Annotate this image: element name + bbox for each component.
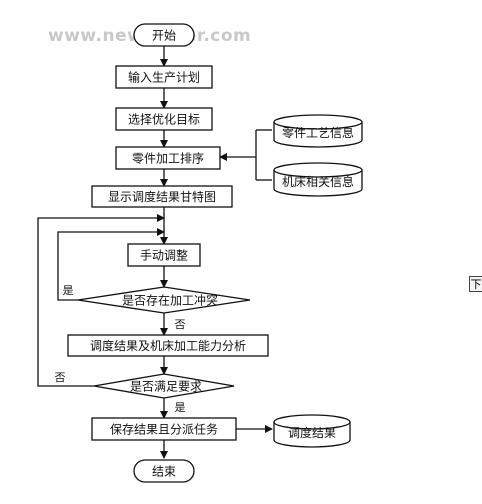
conflict-yes-label: 是: [63, 284, 74, 297]
db-machine-info-label: 机床相关信息: [282, 174, 354, 189]
terminal-end: 结束: [133, 459, 195, 483]
db-machine-info: 机床相关信息: [273, 162, 363, 197]
select-goal-label: 选择优化目标: [128, 113, 200, 127]
db-schedule-result: 调度结果: [273, 414, 351, 448]
edge-requirement-no-loop: [37, 214, 165, 387]
check-conflict-label: 是否存在加工冲突: [122, 293, 218, 308]
show-gantt-label: 显示调度结果甘特图: [108, 189, 216, 204]
analysis-label: 调度结果及机床加工能力分析: [90, 338, 246, 353]
input-plan-label: 输入生产计划: [128, 70, 200, 85]
manual-adjust-label: 手动调整: [140, 248, 188, 263]
schedule-label: 零件加工排序: [132, 151, 204, 166]
process-schedule: [115, 146, 221, 170]
side-next-button[interactable]: 下: [469, 276, 482, 292]
decision-conflict: [77, 286, 251, 314]
db-schedule-result-label: 调度结果: [288, 425, 336, 440]
save-dispatch-label: 保存结果且分派任务: [110, 422, 218, 437]
start-label: 开始: [152, 29, 176, 43]
terminal-start: 开始: [133, 23, 195, 47]
process-select-goal: [115, 107, 213, 131]
decision-requirement: [93, 373, 235, 399]
process-save-dispatch: [91, 417, 237, 441]
process-analysis: [67, 334, 269, 357]
connectors: [37, 46, 273, 459]
process-input-plan: [115, 65, 213, 89]
end-label: 结束: [152, 465, 176, 479]
requirement-yes-label: 是: [175, 401, 186, 414]
edge-conflict-yes-loop: [57, 228, 165, 301]
requirement-no-label: 否: [55, 371, 66, 384]
process-show-gantt: [91, 185, 233, 208]
db-part-process: 零件工艺信息: [273, 114, 363, 148]
db-part-process-label: 零件工艺信息: [282, 125, 354, 140]
check-requirement-label: 是否满足要求: [130, 380, 202, 394]
process-manual-adjust: [127, 243, 201, 267]
conflict-no-label: 否: [175, 318, 186, 331]
